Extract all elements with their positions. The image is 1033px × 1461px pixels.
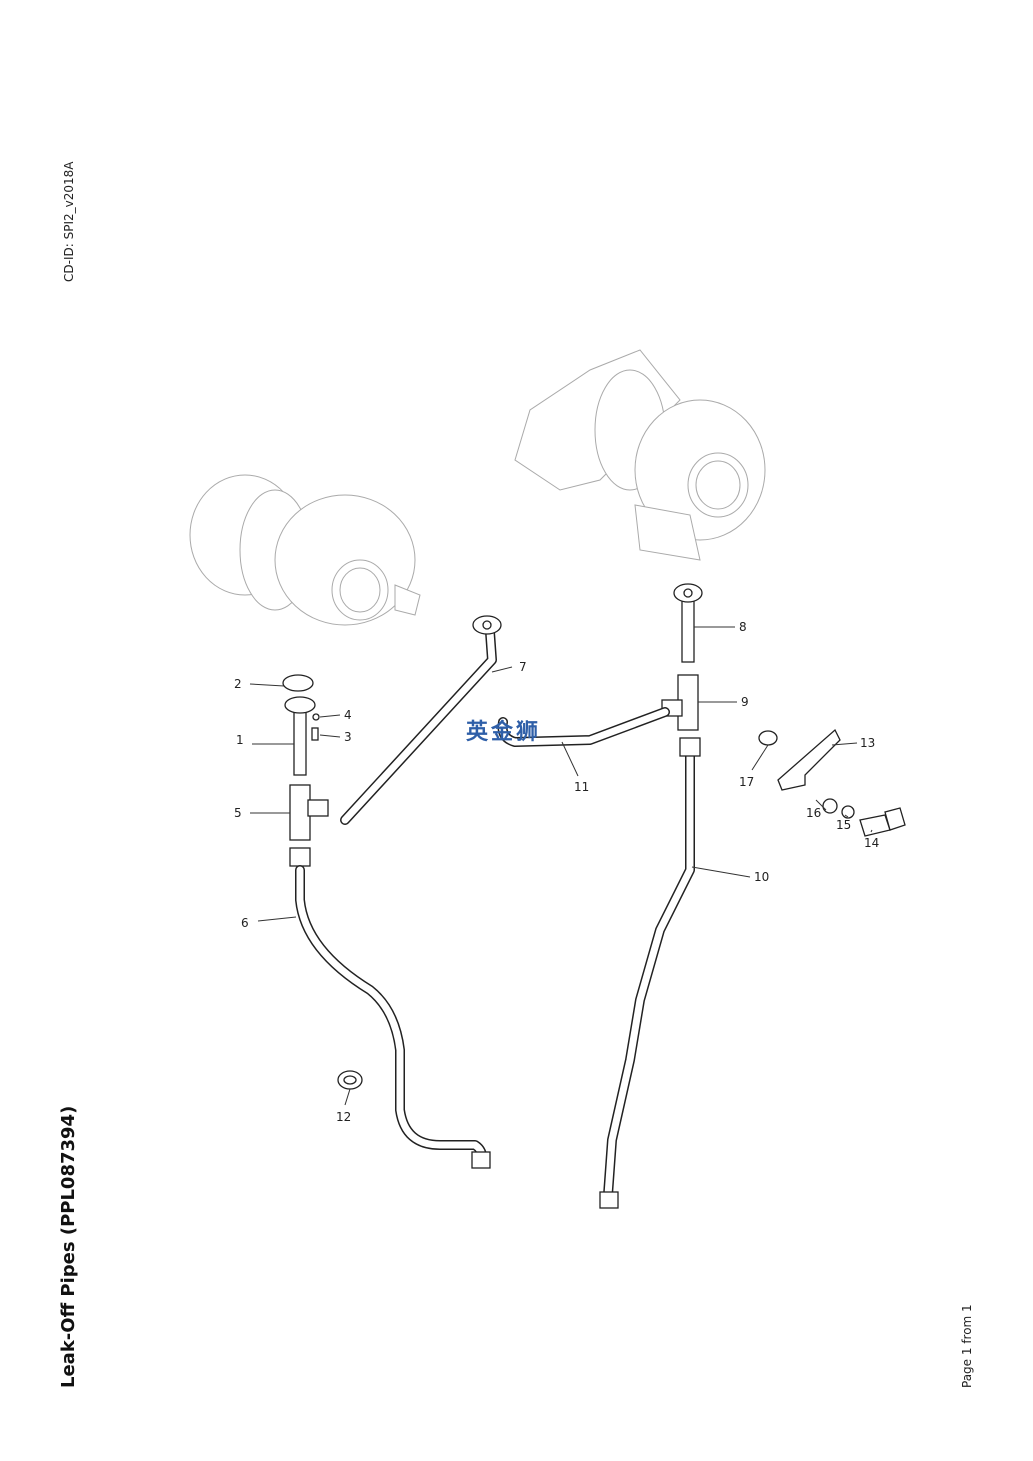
callout-13: 13 [860,736,875,750]
hose-6 [295,865,491,1169]
callout-11: 11 [574,780,589,794]
callout-17: 17 [739,775,754,789]
callout-5: 5 [234,806,242,820]
callout-4: 4 [344,708,352,722]
callout-14: 14 [864,836,879,850]
pipe-11 [497,707,670,747]
callout-3: 3 [344,730,352,744]
tube-1 [282,674,320,776]
callout-15: 15 [836,818,851,832]
hose-10 [599,737,701,1209]
callout-10: 10 [754,870,769,884]
callout-7: 7 [519,660,527,674]
left-turbocharger-ghost [189,474,421,626]
callout-9: 9 [741,695,749,709]
callout-6: 6 [241,916,249,930]
pipe-7 [340,615,502,825]
tube-8 [673,583,703,663]
clip-12 [337,1070,363,1090]
bracket-13 [758,728,906,837]
callout-16: 16 [806,806,821,820]
callout-2: 2 [234,677,242,691]
watermark: 英金狮 [466,720,542,745]
callout-12: 12 [336,1110,351,1124]
right-turbocharger-ghost [514,349,766,561]
callout-8: 8 [739,620,747,634]
callout-1: 1 [236,733,244,747]
tee-fitting-9 [661,674,699,731]
leader-lines [249,626,873,1106]
tee-fitting-5 [289,784,329,867]
